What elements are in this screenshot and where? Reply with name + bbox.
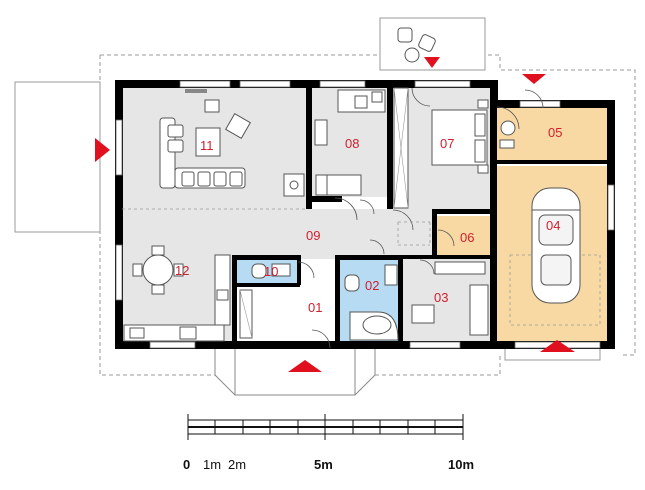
room-label-04: 04	[546, 218, 560, 233]
bed-07	[431, 99, 489, 174]
entrance-arrow-left	[95, 138, 110, 162]
car	[531, 187, 581, 304]
doors	[297, 87, 544, 349]
stove	[283, 173, 305, 197]
bath-02	[344, 264, 399, 341]
entrance-arrow-front	[288, 360, 322, 372]
room-label-11: 11	[200, 138, 214, 153]
sofa	[159, 117, 246, 189]
room-label-05: 05	[548, 125, 562, 140]
room-labels: 11 08 07 05 09 06 04 12 10 02 03 01	[175, 125, 562, 315]
scale-label-5m: 5m	[314, 457, 333, 472]
dining-table	[132, 245, 184, 295]
scale-label-10m: 10m	[448, 457, 474, 472]
scale-label-0: 0	[183, 457, 190, 472]
room-label-12: 12	[175, 263, 189, 278]
kitchen-counter	[123, 254, 231, 342]
wardrobe-03	[411, 261, 489, 336]
left-terrace	[14, 81, 101, 233]
floor-06	[437, 216, 490, 256]
scale-label-2m: 2m	[228, 457, 246, 472]
room-label-01: 01	[308, 300, 322, 315]
entrance-arrow-top-terrace	[424, 57, 440, 68]
scale-label-1m: 1m	[203, 457, 221, 472]
room-label-06: 06	[460, 230, 474, 245]
toilet-10	[251, 263, 291, 279]
room-label-08: 08	[345, 136, 359, 151]
floor-05	[497, 107, 610, 162]
interior-walls	[232, 87, 610, 342]
room-label-10: 10	[264, 264, 278, 279]
bed-08	[314, 119, 362, 196]
room-label-09: 09	[306, 228, 320, 243]
utility-05	[499, 120, 516, 149]
room-label-02: 02	[365, 278, 379, 293]
coffee-table	[195, 127, 221, 157]
scale-bar: 0 1m 2m 5m 10m	[183, 414, 474, 472]
wardrobe-07	[393, 87, 409, 209]
room-label-07: 07	[440, 136, 454, 151]
floor-01	[237, 283, 335, 342]
desk-08	[337, 89, 386, 113]
entrance-arrows	[95, 57, 575, 372]
terrace-chairs	[397, 27, 436, 63]
wardrobe-01	[239, 289, 253, 339]
entrance-arrow-top-garage	[522, 74, 546, 84]
room-label-03: 03	[434, 290, 448, 305]
entrance-arrow-garage	[540, 340, 575, 352]
front-porch	[214, 349, 376, 396]
floor-09	[232, 209, 432, 259]
armchair	[225, 113, 251, 139]
tv-stand	[185, 89, 220, 113]
